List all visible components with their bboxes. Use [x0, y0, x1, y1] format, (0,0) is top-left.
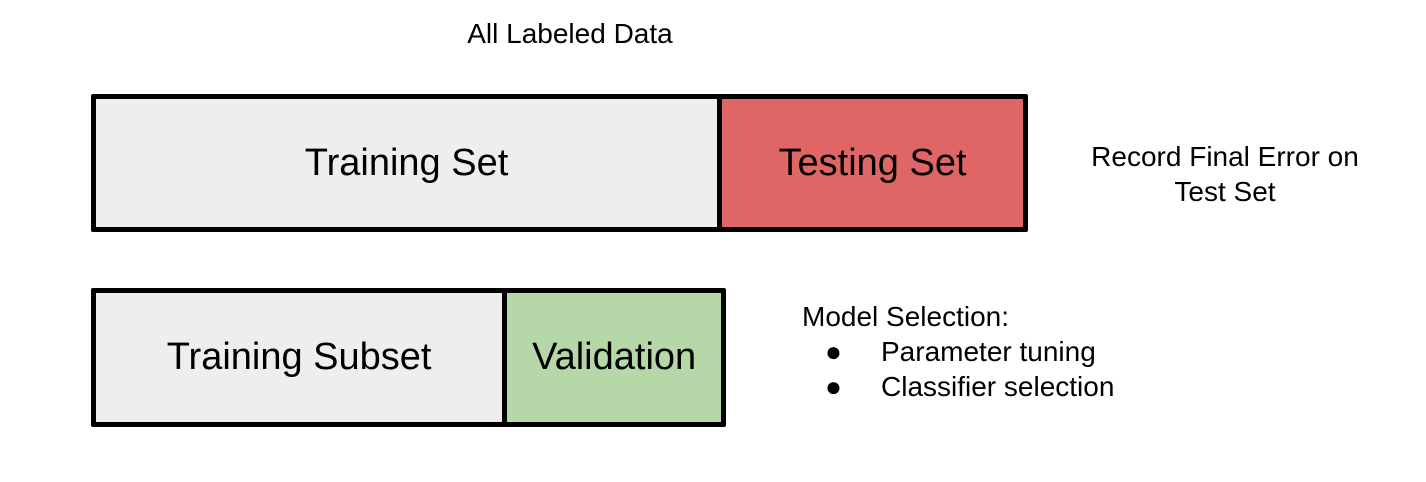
training-subset-label: Training Subset	[166, 336, 432, 378]
list-item-text: Parameter tuning	[881, 336, 1096, 367]
diagram-title: All Labeled Data	[467, 18, 673, 49]
list-item: ● Parameter tuning	[802, 334, 1202, 369]
final-error-note: Record Final Error on Test Set	[1091, 141, 1359, 207]
model-selection-heading: Model Selection:	[802, 301, 1010, 332]
training-subset-segment: Training Subset	[96, 293, 503, 422]
training-set-split-bar: Training Subset Validation	[91, 288, 726, 427]
bullet-icon: ●	[825, 336, 842, 367]
list-item-text: Classifier selection	[881, 371, 1115, 402]
labeled-data-split-bar: Training Set Testing Set	[91, 94, 1028, 232]
training-set-label: Training Set	[304, 141, 509, 184]
validation-label: Validation	[532, 336, 697, 378]
testing-set-segment: Testing Set	[717, 99, 1023, 227]
testing-set-label: Testing Set	[778, 141, 967, 184]
list-item: ● Classifier selection	[802, 369, 1202, 404]
model-selection-note: Model Selection: ● Parameter tuning ● Cl…	[802, 299, 1202, 404]
model-selection-list: ● Parameter tuning ● Classifier selectio…	[802, 334, 1202, 404]
validation-segment: Validation	[502, 293, 721, 422]
bullet-icon: ●	[825, 371, 842, 402]
training-set-segment: Training Set	[96, 99, 718, 227]
